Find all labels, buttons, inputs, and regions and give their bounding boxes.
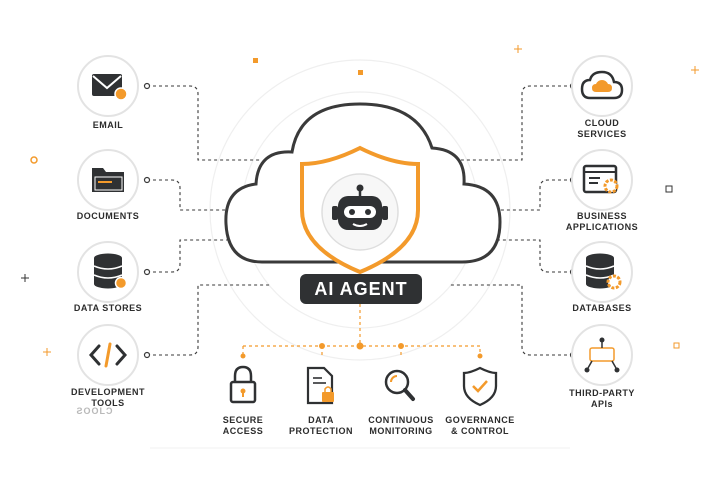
mirrored-ghost-text: ƧOOLƆ	[76, 406, 114, 416]
label-business-applications: BUSINESS APPLICATIONS	[565, 211, 639, 232]
shield-check-icon	[462, 366, 498, 407]
node-business-applications	[571, 149, 633, 211]
label-secure-access: SECURE ACCESS	[222, 415, 264, 436]
label-continuous-monitoring: CONTINUOUS MONITORING	[368, 415, 434, 436]
label-third-party-apis: THIRD-PARTY APIs	[569, 388, 635, 409]
lock-icon	[229, 365, 257, 404]
database-gear-icon	[585, 253, 622, 290]
robot-icon	[332, 184, 388, 230]
left-connectors	[147, 85, 270, 356]
label-data-protection: DATA PROTECTION	[288, 415, 353, 436]
node-documents	[77, 149, 139, 211]
ai-agent-badge: AI AGENT	[300, 274, 422, 304]
node-email	[77, 55, 139, 117]
cloud-icon	[580, 70, 624, 100]
label-documents: DOCUMENTS	[76, 211, 140, 221]
right-connectors	[450, 85, 573, 356]
envelope-icon	[92, 74, 128, 101]
decor-plus	[43, 45, 699, 356]
node-data-stores	[77, 241, 139, 303]
magnifier-icon	[384, 369, 415, 401]
app-window-gear-icon	[582, 164, 619, 194]
node-third-party-apis	[571, 324, 633, 386]
node-cloud-services	[571, 55, 633, 117]
label-databases: DATABASES	[572, 303, 632, 313]
label-governance-control: GOVERNANCE & CONTROL	[445, 415, 515, 436]
code-icon	[88, 342, 128, 368]
label-email: EMAIL	[92, 120, 124, 130]
label-cloud-services: CLOUD SERVICES	[577, 118, 627, 139]
node-databases	[571, 241, 633, 303]
folder-icon	[92, 168, 124, 192]
decor-dots	[30, 58, 680, 349]
feature-dots	[240, 342, 483, 359]
node-development-tools	[77, 324, 139, 386]
decor-plus-dark	[21, 274, 29, 282]
label-data-stores: DATA STORES	[73, 303, 143, 313]
decor-square	[665, 185, 673, 193]
api-icon	[584, 337, 620, 373]
label-development-tools: DEVELOPMENT TOOLS	[70, 387, 145, 408]
database-icon	[93, 253, 128, 290]
document-lock-icon	[306, 366, 334, 405]
